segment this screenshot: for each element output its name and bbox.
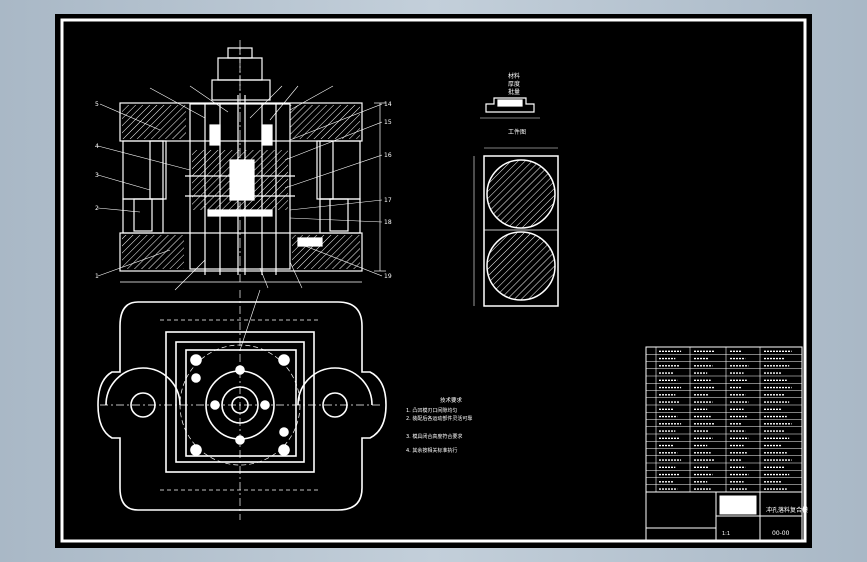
- upper-die-plate: [119, 102, 363, 142]
- part-note-3: 批量: [508, 88, 520, 96]
- balloon-1: 1: [95, 273, 99, 280]
- part-note-1: 材料: [508, 72, 520, 80]
- balloon-5: 5: [95, 101, 99, 108]
- balloon-4: 4: [95, 143, 99, 150]
- workpiece-sketch: [480, 97, 540, 119]
- tech-req-title: 技术要求: [440, 396, 463, 404]
- drawing-border: [60, 18, 807, 543]
- lower-die-plate: [119, 232, 363, 272]
- balloon-numbers: 5 4 3 2 1 14 15 16 17 18 19: [95, 101, 392, 280]
- front-section-view: [119, 40, 386, 283]
- balloon-3: 3: [95, 172, 99, 179]
- balloon-18: 18: [384, 219, 392, 226]
- title-block-name: 冲孔落料复合模: [766, 506, 808, 514]
- part-note-2: 厚度: [508, 80, 520, 88]
- tech-req-4: 4. 其余按相关标准执行: [406, 447, 457, 454]
- balloon-16: 16: [384, 152, 392, 159]
- balloon-15: 15: [384, 119, 392, 126]
- shank-flange: [211, 79, 271, 101]
- strip-layout: [473, 147, 559, 307]
- bill-of-materials: [645, 346, 803, 493]
- balloon-17: 17: [384, 197, 392, 204]
- title-block-scale: 1:1: [722, 531, 730, 537]
- balloon-2: 2: [95, 205, 99, 212]
- tech-req-3: 3. 模具闭合高度符合要求: [406, 433, 462, 440]
- top-view-title: 工件图: [508, 128, 526, 136]
- balloon-19: 19: [384, 273, 392, 280]
- blank-1: [486, 159, 556, 229]
- blank-2: [486, 231, 556, 301]
- balloon-14: 14: [384, 101, 392, 108]
- title-block: [645, 491, 803, 541]
- die-base-outline: [97, 301, 387, 511]
- strip-outline: [483, 155, 559, 307]
- plan-view: [97, 289, 387, 520]
- tech-req-1: 1. 凸凹模刃口间隙均匀: [406, 407, 457, 414]
- leader-lines: [97, 85, 383, 291]
- title-block-drawing-no: 00-00: [772, 530, 790, 537]
- tech-req-2: 2. 装配后各运动部件灵活可靠: [406, 415, 472, 422]
